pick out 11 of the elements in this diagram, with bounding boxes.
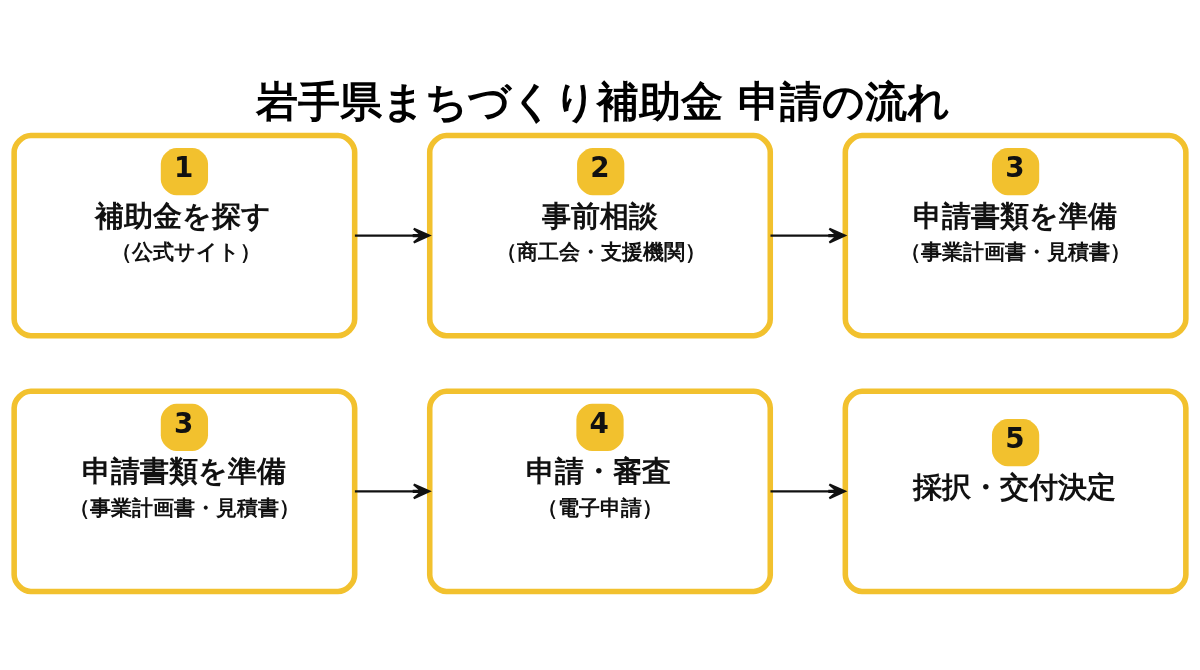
node-box: 3 申請書類を準備 （事業計画書・見積書） <box>11 388 358 595</box>
arrow <box>770 227 846 244</box>
node-box: 5 採択・交付決定 <box>842 388 1189 595</box>
node-box: 2 事前相談 （商工会・支援機関） <box>426 132 774 339</box>
node-box: 4 申請・審査 （電子申請） <box>426 388 774 595</box>
arrow <box>770 483 846 500</box>
arrow <box>354 227 431 244</box>
arrow <box>354 483 431 500</box>
node-box: 1 補助金を探す （公式サイト） <box>11 132 358 339</box>
node-box: 3 申請書類を準備 （事業計画書・見積書） <box>842 132 1189 339</box>
diagram-title: 岩手県まちづくり補助金 申請の流れ <box>255 77 950 127</box>
